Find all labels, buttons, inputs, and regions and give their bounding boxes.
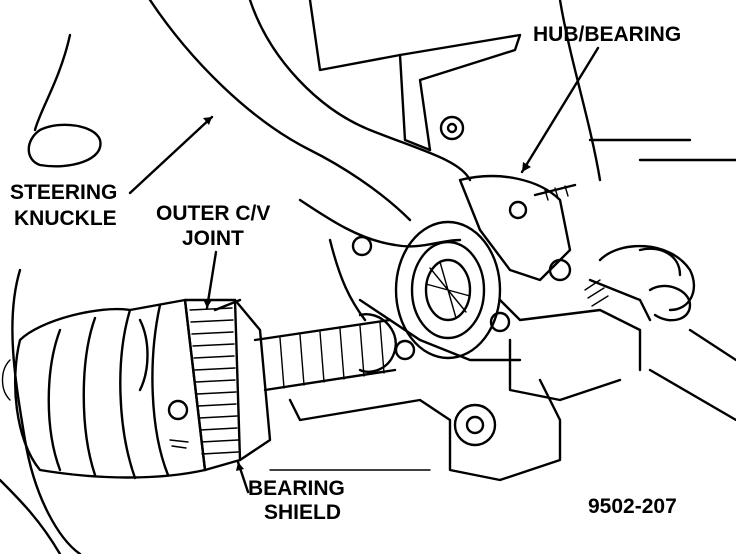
leader-hub-bearing — [520, 46, 600, 174]
leader-steering-knuckle — [128, 115, 214, 195]
leader-outer-cv-joint — [205, 250, 218, 310]
outer-cv-joint — [183, 298, 272, 472]
drive-shaft — [253, 313, 397, 392]
steering-knuckle-label-line2: KNUCKLE — [14, 207, 117, 230]
hub-bearing-assembly — [394, 174, 642, 402]
tie-rod-end — [584, 244, 736, 422]
hub-bearing-label: HUB/BEARING — [533, 23, 682, 46]
steering-knuckle-label-line1: STEERING — [10, 181, 118, 204]
outer-cv-joint-label-line2: JOINT — [182, 227, 244, 250]
suspension-arm — [148, 0, 736, 222]
leader-lines — [128, 46, 600, 494]
bearing-shield-label-line1: BEARING — [248, 477, 345, 500]
bearing-shield-label-line2: SHIELD — [264, 501, 342, 524]
cv-boot — [1, 298, 207, 480]
outer-cv-joint-label-line1: OUTER C/V — [156, 202, 271, 225]
steering-knuckle — [288, 198, 562, 482]
figure-number: 9502-207 — [588, 495, 677, 518]
